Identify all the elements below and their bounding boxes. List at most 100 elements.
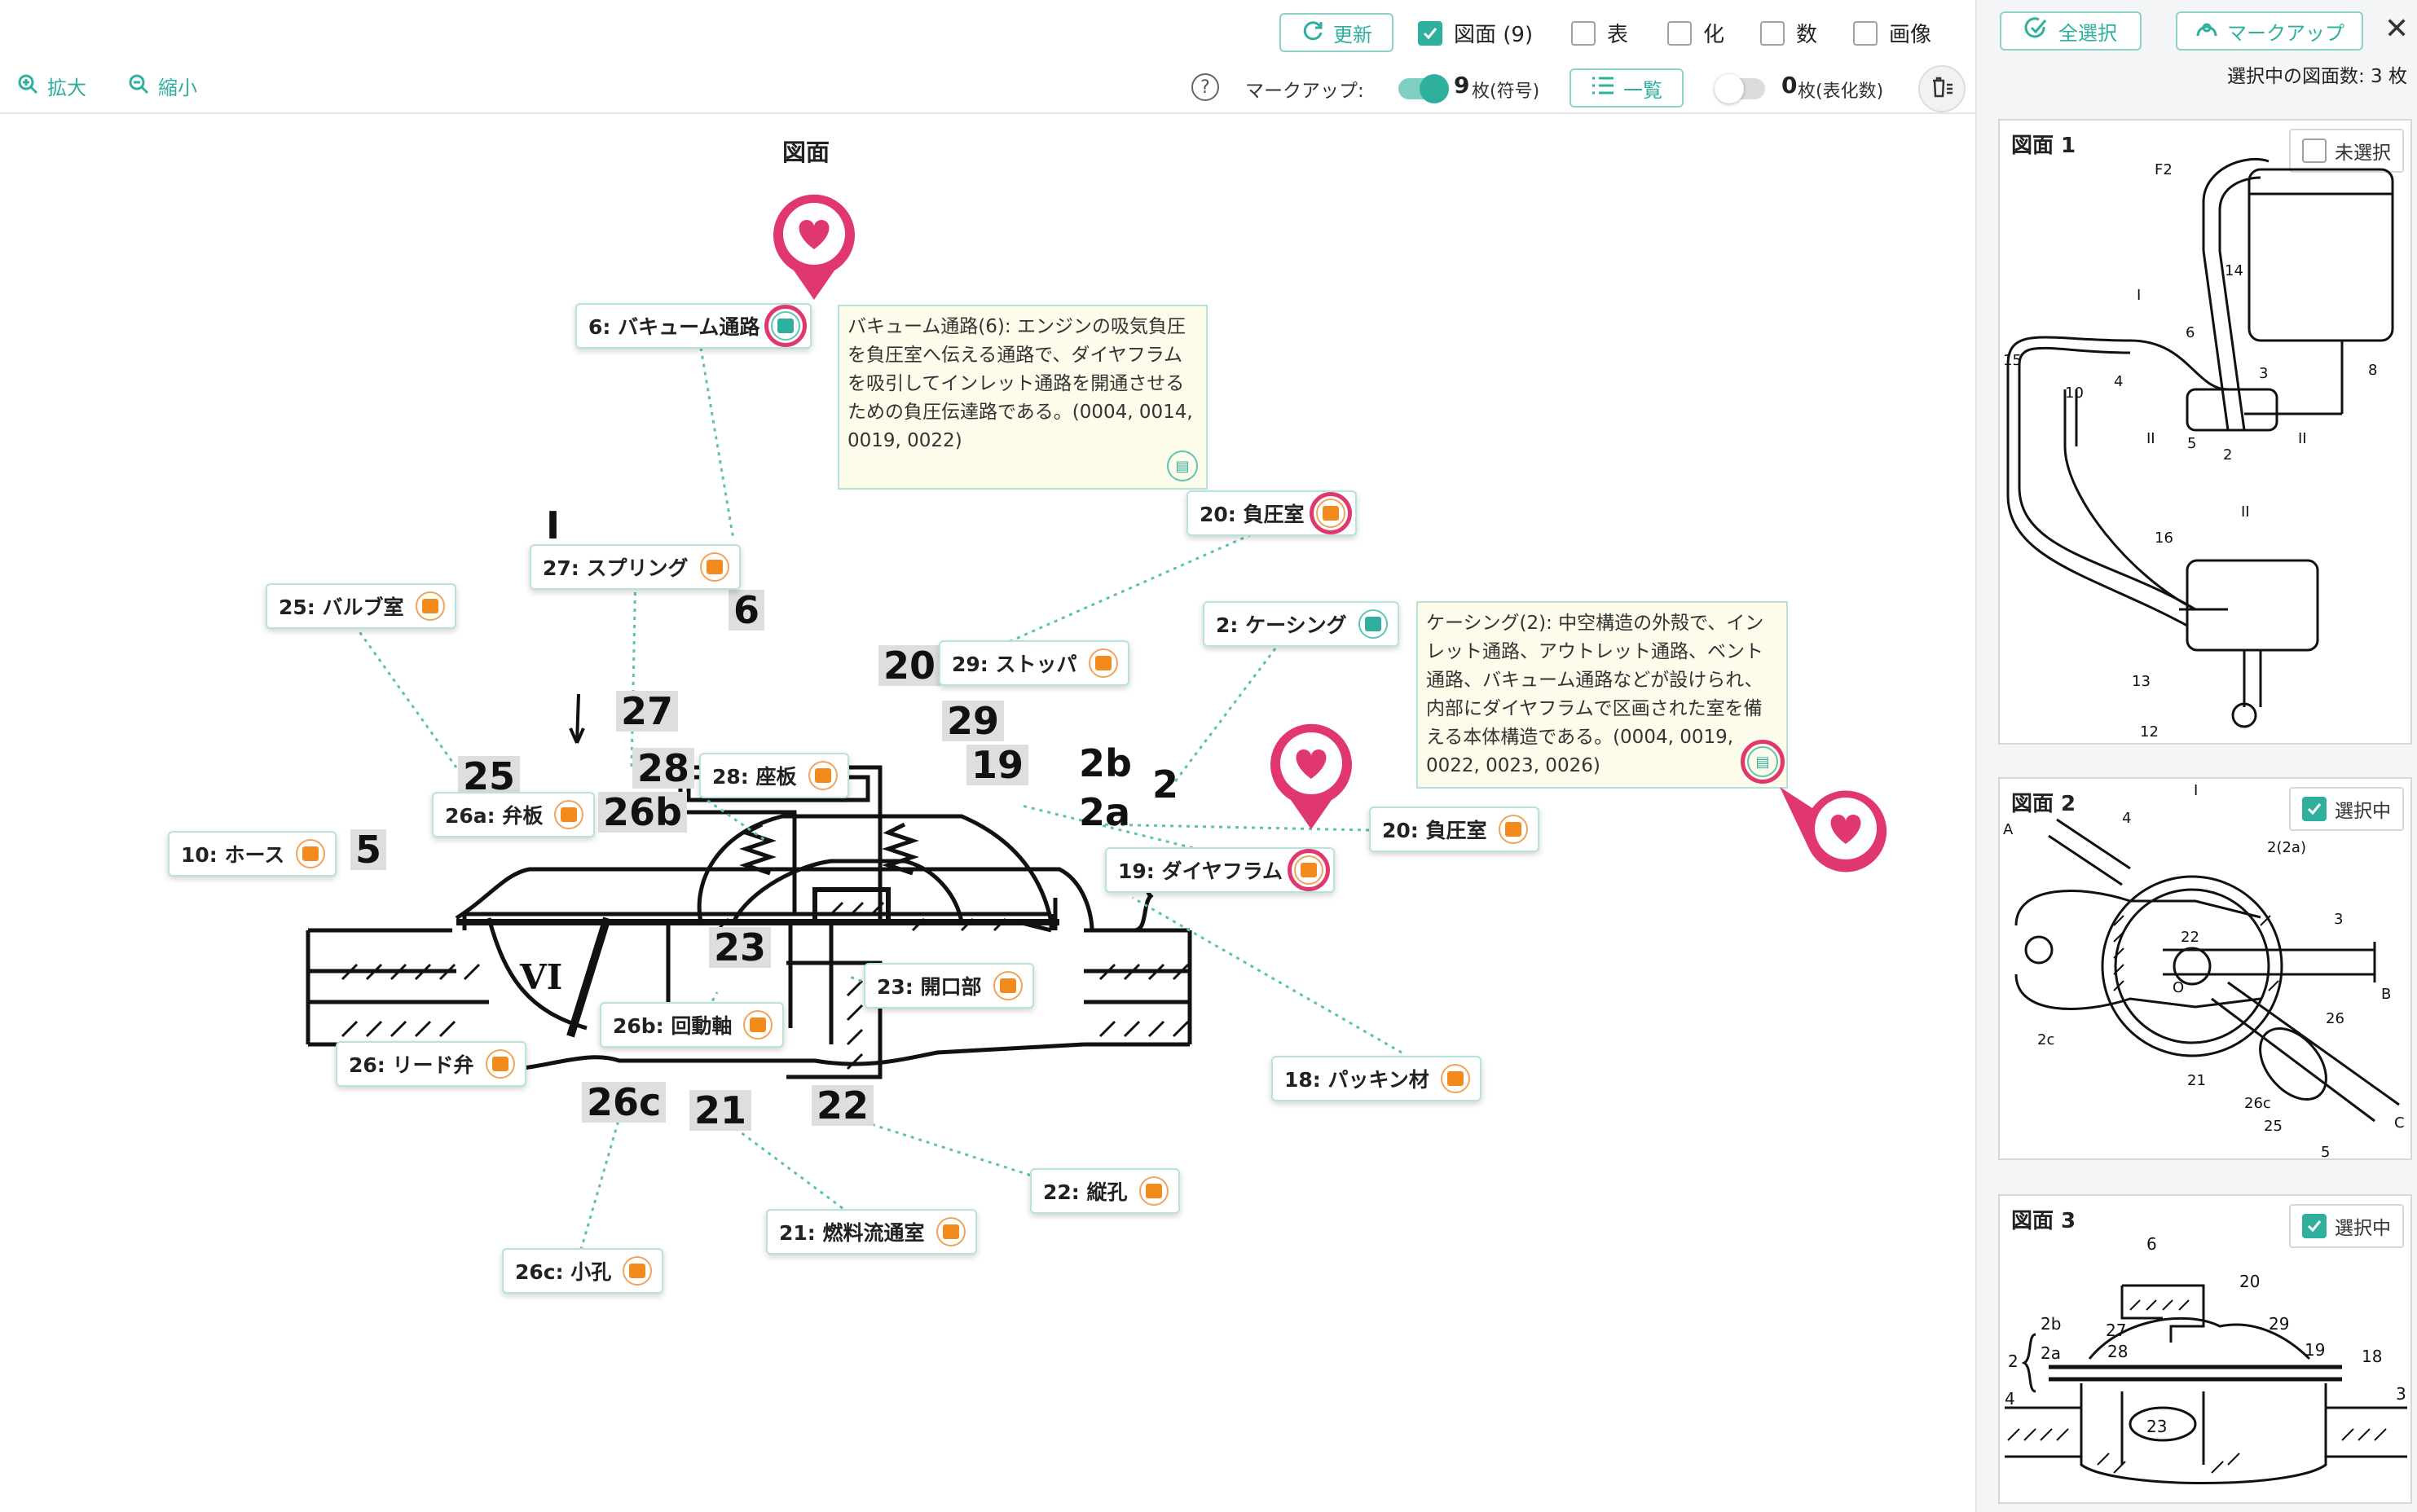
thumb-number: 8 — [2368, 362, 2377, 379]
filter-tables[interactable]: 表 — [1571, 18, 1628, 48]
drawing-card[interactable]: 図面 1 未選択 F2 14 — [1998, 119, 2412, 745]
label-stopper[interactable]: 29: ストッパ — [939, 640, 1129, 686]
label-diaphragm[interactable]: 19: ダイヤフラム — [1105, 847, 1335, 893]
select-toggle[interactable]: 未選択 — [2289, 129, 2404, 173]
close-icon[interactable]: ✕ — [2384, 12, 2410, 46]
comment-icon[interactable] — [808, 761, 838, 790]
heart-pin-icon — [773, 194, 855, 300]
checkbox-icon — [1760, 20, 1785, 46]
thumb-number: 26 — [2326, 1010, 2344, 1027]
drawing-number: 26b — [598, 792, 687, 833]
thumb-number: 2c — [2037, 1031, 2054, 1048]
label-negative-pressure-chamber[interactable]: 20: 負圧室 — [1186, 490, 1357, 536]
label-fuel-chamber[interactable]: 21: 燃料流通室 — [766, 1209, 977, 1255]
select-all-label: 全選択 — [2058, 21, 2117, 45]
comment-icon[interactable] — [1288, 849, 1330, 891]
label-text: 20: 負圧室 — [1200, 503, 1305, 526]
thumb-number: II — [2146, 430, 2155, 447]
markup-toggle[interactable] — [1398, 74, 1449, 103]
help-icon[interactable]: ? — [1191, 73, 1219, 101]
note-line: 通路、バキューム通路などが設けられ、 — [1426, 670, 1763, 691]
zoom-out-button[interactable]: 縮小 — [127, 72, 197, 100]
comment-icon[interactable] — [554, 800, 584, 829]
thumb-number: 5 — [2187, 435, 2196, 452]
filter-chemical-label: 化 — [1703, 23, 1725, 47]
note-save-icon[interactable]: ▤ — [1167, 451, 1198, 481]
filter-math[interactable]: 数 — [1760, 18, 1817, 48]
checkbox-checked-icon — [1418, 20, 1442, 46]
refresh-icon — [1301, 18, 1325, 47]
comment-icon[interactable] — [699, 552, 729, 582]
comment-icon[interactable] — [993, 971, 1023, 1000]
label-hose[interactable]: 10: ホース — [168, 831, 337, 877]
list-icon — [1591, 75, 1615, 101]
filter-drawings[interactable]: 図面 (9) — [1418, 18, 1533, 48]
label-pivot-shaft[interactable]: 26b: 回動軸 — [600, 1002, 785, 1048]
select-toggle[interactable]: 選択中 — [2289, 787, 2404, 831]
label-text: 28: 座板 — [712, 765, 797, 789]
label-vertical-hole[interactable]: 22: 縦孔 — [1030, 1168, 1180, 1214]
comment-icon[interactable] — [623, 1256, 653, 1286]
thumb-number: 3 — [2396, 1384, 2406, 1404]
thumb-number: 3 — [2334, 911, 2343, 928]
label-small-hole[interactable]: 26c: 小孔 — [502, 1248, 664, 1294]
label-spring[interactable]: 27: スプリング — [530, 544, 741, 590]
drawing-card[interactable]: 図面 2 選択中 I A — [1998, 777, 2412, 1160]
label-vacuum-passage[interactable]: 6: バキューム通路 — [575, 303, 812, 349]
select-state: 選択中 — [2335, 801, 2391, 822]
thumbnail-drawing: F2 14 I 6 4 3 15 10 8 II 5 2 II II 16 13… — [2003, 157, 2394, 741]
comment-icon[interactable] — [296, 839, 326, 868]
clear-list-button[interactable] — [1918, 65, 1966, 112]
comment-icon[interactable] — [1088, 648, 1118, 678]
card-title: 図面 2 — [2011, 792, 2076, 816]
filter-chemical[interactable]: 化 — [1667, 18, 1724, 48]
zoom-out-icon — [127, 73, 150, 100]
drawing-number: 21 — [689, 1090, 752, 1131]
comment-icon[interactable] — [1358, 609, 1388, 639]
comment-icon[interactable] — [1138, 1176, 1169, 1206]
markup-button[interactable]: マークアップ — [2176, 11, 2363, 51]
comment-icon[interactable] — [936, 1217, 966, 1246]
list-button[interactable]: 一覧 — [1570, 68, 1684, 108]
comment-icon[interactable] — [743, 1010, 773, 1040]
label-valve-chamber[interactable]: 25: バルブ室 — [266, 583, 456, 629]
select-all-button[interactable]: 全選択 — [2000, 11, 2142, 51]
select-all-icon — [2024, 15, 2050, 46]
filter-drawings-label: 図面 (9) — [1454, 23, 1534, 47]
drawing-number: 28 — [632, 748, 695, 789]
label-negative-pressure-chamber[interactable]: 20: 負圧室 — [1369, 807, 1539, 852]
thumb-number: 4 — [2122, 810, 2131, 827]
comment-icon[interactable] — [764, 305, 808, 347]
label-seat-plate[interactable]: 28: 座板 — [699, 753, 849, 798]
label-opening[interactable]: 23: 開口部 — [864, 963, 1034, 1009]
drawing-title: 図面 — [782, 138, 830, 166]
note-line: 内部にダイヤフラムで区画された室を備 — [1426, 698, 1763, 719]
label-reed-valve[interactable]: 26: リード弁 — [336, 1041, 526, 1087]
table-toggle[interactable] — [1715, 74, 1765, 103]
refresh-button[interactable]: 更新 — [1279, 13, 1393, 52]
label-packing[interactable]: 18: パッキン材 — [1271, 1056, 1481, 1101]
thumb-number: 2b — [2041, 1314, 2061, 1334]
comment-icon[interactable] — [1440, 1064, 1470, 1093]
filter-images[interactable]: 画像 — [1853, 18, 1931, 48]
label-valve-plate[interactable]: 26a: 弁板 — [432, 792, 596, 837]
comment-icon[interactable] — [1498, 815, 1528, 844]
thumb-number: 2(2a) — [2267, 839, 2306, 856]
drawing-card[interactable]: 図面 3 選択中 6 20 — [1998, 1194, 2412, 1504]
label-text: 26b: 回動軸 — [613, 1014, 733, 1038]
select-state: 選択中 — [2335, 1218, 2391, 1239]
note-save-icon[interactable]: ▤ — [1741, 740, 1785, 784]
thumb-number: 13 — [2132, 673, 2151, 690]
comment-icon[interactable] — [1309, 492, 1352, 534]
label-casing[interactable]: 2: ケーシング — [1203, 601, 1399, 647]
thumbnail-drawing: I A 4 2(2a) 22 3 O B 26 2c 21 26c 25 5 C — [2003, 782, 2405, 1158]
label-text: 2: ケーシング — [1216, 613, 1347, 637]
thumb-number: 10 — [2065, 385, 2084, 402]
thumbnail-drawing: 6 20 2b 27 29 28 2 2a 19 18 4 3 23 — [2005, 1234, 2407, 1484]
comment-icon[interactable] — [415, 591, 445, 621]
zoom-in-button[interactable]: 拡大 — [16, 72, 86, 100]
select-state: 未選択 — [2335, 143, 2391, 164]
comment-icon[interactable] — [485, 1049, 515, 1079]
select-toggle[interactable]: 選択中 — [2289, 1204, 2404, 1248]
thumb-number: 25 — [2264, 1118, 2283, 1135]
